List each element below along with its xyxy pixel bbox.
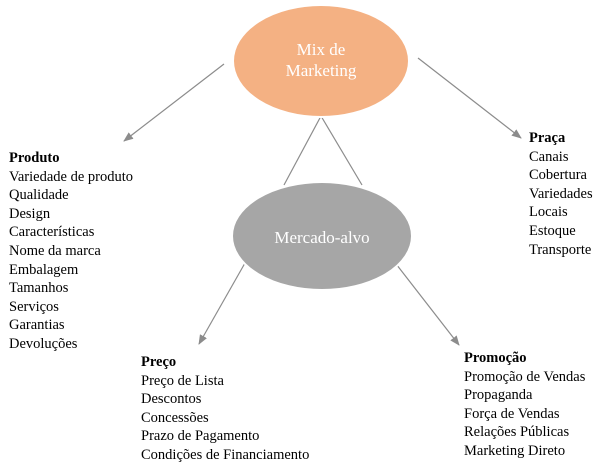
list-item: Devoluções bbox=[9, 335, 78, 352]
mix-de-marketing-label: Mix de Marketing bbox=[251, 39, 391, 81]
list-item: Condições de Financiamento bbox=[141, 446, 310, 463]
link-right bbox=[320, 115, 363, 186]
arrow-to-praca bbox=[417, 57, 522, 139]
group-title-produto: Produto bbox=[9, 150, 60, 166]
list-item: Garantias bbox=[9, 317, 65, 334]
list-item: Concessões bbox=[141, 409, 209, 426]
list-item: Descontos bbox=[141, 391, 202, 408]
list-item: Cobertura bbox=[529, 167, 587, 184]
group-produto: Produto Variedade de produto Qualidade D… bbox=[9, 149, 133, 354]
mix-de-marketing-line1: Mix de bbox=[296, 40, 346, 59]
list-item: Marketing Direto bbox=[464, 442, 566, 459]
list-item: Transporte bbox=[529, 241, 592, 258]
list-item: Preço de Lista bbox=[141, 372, 224, 389]
list-item: Prazo de Pagamento bbox=[141, 428, 260, 445]
arrow-to-preco bbox=[198, 262, 246, 345]
group-title-preco: Preço bbox=[141, 354, 177, 370]
list-item: Características bbox=[9, 224, 95, 241]
group-title-praca: Praça bbox=[529, 130, 566, 146]
group-praca: Praça Canais Cobertura Variedades Locais… bbox=[529, 129, 593, 259]
list-item: Qualidade bbox=[9, 187, 69, 204]
list-item: Serviços bbox=[9, 298, 59, 315]
list-item: Estoque bbox=[529, 222, 576, 239]
list-item: Locais bbox=[529, 204, 568, 221]
mercado-alvo-label: Mercado-alvo bbox=[274, 228, 370, 247]
list-item: Canais bbox=[529, 148, 569, 165]
list-item: Promoção de Vendas bbox=[464, 368, 586, 385]
mercado-alvo-ellipse bbox=[231, 181, 413, 291]
list-item: Variedade de produto bbox=[9, 168, 134, 185]
group-title-promocao: Promoção bbox=[464, 350, 527, 366]
list-item: Relações Públicas bbox=[464, 424, 570, 441]
list-item: Variedades bbox=[529, 185, 593, 202]
list-item: Design bbox=[9, 205, 51, 222]
link-left bbox=[283, 115, 322, 186]
list-item: Propaganda bbox=[464, 387, 533, 404]
list-item: Nome da marca bbox=[9, 242, 101, 259]
mix-de-marketing-line2: Marketing bbox=[285, 61, 357, 80]
list-item: Embalagem bbox=[9, 261, 79, 278]
mix-de-marketing-ellipse bbox=[232, 4, 410, 118]
group-preco: Preço Preço de Lista Descontos Concessõe… bbox=[141, 353, 309, 465]
arrow-to-promocao bbox=[392, 259, 460, 346]
arrow-to-produto bbox=[123, 63, 225, 142]
list-item: Tamanhos bbox=[9, 280, 69, 297]
group-promocao: Promoção Promoção de Vendas Propaganda F… bbox=[464, 349, 585, 461]
list-item: Força de Vendas bbox=[464, 405, 560, 422]
